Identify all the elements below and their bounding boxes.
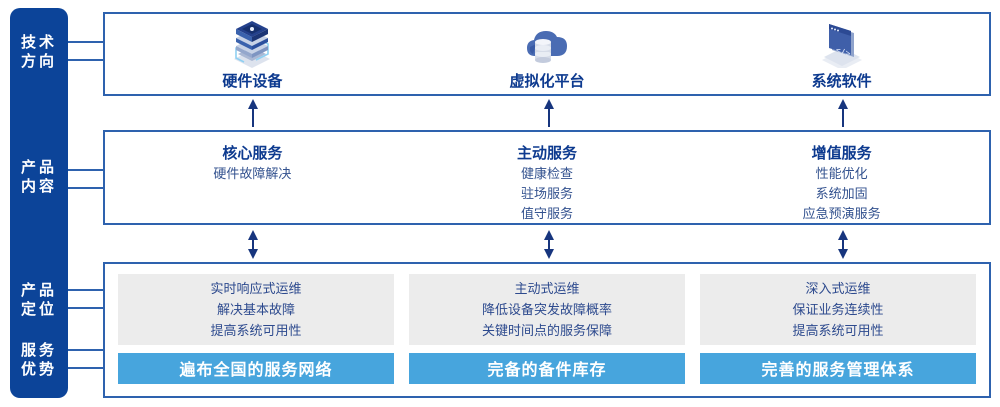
double-arrow: [544, 230, 554, 259]
double-arrow: [838, 230, 848, 259]
connector-line: [64, 289, 106, 291]
positioning-panel: 主动式运维 降低设备突发故障概率 关键时间点的服务保障: [409, 274, 685, 345]
connector-line: [64, 41, 106, 43]
connector-line: [64, 59, 106, 61]
service-column-value-added: 增值服务 性能优化 系统加固 应急预演服务: [694, 132, 989, 223]
server-stack-icon: [234, 21, 271, 68]
up-arrow: [248, 99, 258, 127]
positioning-line: 提高系统可用性: [210, 322, 302, 338]
tech-item-system-software: </> 系统软件: [694, 14, 989, 94]
positioning-line: 关键时间点的服务保障: [481, 322, 612, 338]
positioning-line: 深入式运维: [805, 280, 871, 296]
bottom-column-realtime: 实时响应式运维 解决基本故障 提高系统可用性 遍布全国的服务网络: [118, 274, 394, 384]
rail-label-service-strength: 服务 优势: [20, 342, 57, 378]
tech-label-virtualization: 虚拟化平台: [509, 73, 585, 90]
connector-line: [64, 169, 106, 171]
connector-line: [64, 307, 106, 309]
service-column-core: 核心服务 硬件故障解决: [105, 132, 400, 223]
up-arrow: [838, 99, 848, 127]
service-title: 核心服务: [222, 145, 283, 162]
connector-line: [64, 367, 106, 369]
rail-label-product-content: 产品 内容: [20, 159, 57, 195]
connector-line: [64, 187, 106, 189]
tech-direction-box: 硬件设备 虚拟化平台: [103, 12, 991, 96]
advantage-bar: 遍布全国的服务网络: [118, 352, 394, 384]
rail-label-tech-direction: 技术 方向: [20, 34, 57, 70]
software-window-icon: </>: [821, 24, 862, 68]
advantage-bar: 完备的备件库存: [409, 352, 685, 384]
positioning-line: 实时响应式运维: [210, 280, 302, 296]
positioning-line: 主动式运维: [514, 280, 580, 296]
connector-line: [64, 349, 106, 351]
positioning-strength-box: 实时响应式运维 解决基本故障 提高系统可用性 遍布全国的服务网络 主动式运维 降…: [103, 262, 991, 398]
positioning-line: 保证业务连续性: [792, 301, 884, 317]
service-item: 健康检查: [521, 166, 574, 181]
service-item: 系统加固: [815, 186, 868, 201]
svg-text:</>: </>: [836, 44, 851, 58]
service-item: 性能优化: [815, 166, 868, 181]
bottom-column-indepth: 深入式运维 保证业务连续性 提高系统可用性 完善的服务管理体系: [700, 274, 976, 384]
rail-label-product-position: 产品 定位: [20, 282, 57, 318]
service-item: 应急预演服务: [802, 206, 881, 221]
service-column-proactive: 主动服务 健康检查 驻场服务 值守服务: [400, 132, 695, 223]
positioning-line: 提高系统可用性: [792, 322, 884, 338]
tech-label-hardware: 硬件设备: [222, 73, 283, 90]
product-content-box: 核心服务 硬件故障解决 主动服务 健康检查 驻场服务 值守服务 增值服务 性能优…: [103, 130, 991, 225]
positioning-line: 降低设备突发故障概率: [481, 301, 612, 317]
tech-item-virtualization: 虚拟化平台: [400, 14, 695, 94]
service-title: 主动服务: [517, 145, 578, 162]
category-rail: 技术 方向 产品 内容 产品 定位 服务 优势: [10, 8, 68, 398]
positioning-panel: 实时响应式运维 解决基本故障 提高系统可用性: [118, 274, 394, 345]
service-item: 值守服务: [521, 206, 574, 221]
cloud-database-icon: [527, 31, 567, 63]
up-arrow: [544, 99, 554, 127]
service-item: 驻场服务: [521, 186, 574, 201]
advantage-bar: 完善的服务管理体系: [700, 352, 976, 384]
tech-item-hardware: 硬件设备: [105, 14, 400, 94]
service-item: 硬件故障解决: [213, 166, 292, 181]
positioning-panel: 深入式运维 保证业务连续性 提高系统可用性: [700, 274, 976, 345]
service-title: 增值服务: [811, 145, 872, 162]
tech-label-system-software: 系统软件: [811, 73, 872, 90]
bottom-column-proactive: 主动式运维 降低设备突发故障概率 关键时间点的服务保障 完备的备件库存: [409, 274, 685, 384]
double-arrow: [248, 230, 258, 259]
positioning-line: 解决基本故障: [216, 301, 295, 317]
